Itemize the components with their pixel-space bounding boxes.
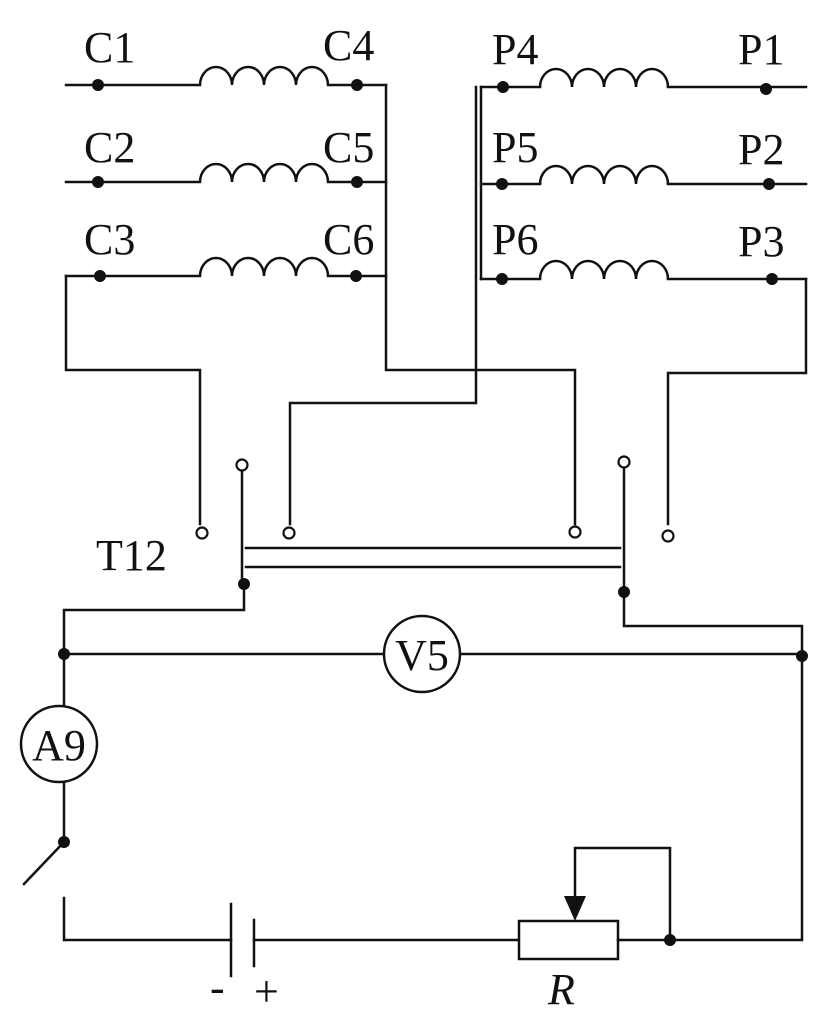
- winding-p4-p1: [479, 67, 808, 95]
- winding-p5-p2: [479, 164, 808, 190]
- switch-t12: [195, 455, 675, 598]
- label-p4: P4: [492, 25, 538, 74]
- label-p1: P1: [738, 25, 784, 74]
- voltmeter-v5: V5: [382, 614, 462, 694]
- winding-c2-c5: [64, 162, 388, 188]
- winding-c3-c6: [64, 256, 388, 282]
- label-battery-positive: +: [254, 967, 279, 1016]
- label-c2: C2: [84, 123, 135, 172]
- voltmeter-label: V5: [395, 631, 449, 680]
- label-c3: C3: [84, 215, 135, 264]
- label-p6: P6: [492, 215, 538, 264]
- label-t12: T12: [96, 531, 167, 580]
- label-c1: C1: [84, 23, 135, 72]
- winding-c1-c4: [64, 65, 388, 91]
- ammeter-label: A9: [32, 721, 86, 770]
- connecting-wires: [64, 83, 808, 526]
- label-c6: C6: [323, 215, 374, 264]
- winding-p6-p3: [479, 259, 808, 285]
- label-c4: C4: [323, 21, 374, 70]
- label-resistor: R: [547, 965, 575, 1014]
- label-c5: C5: [323, 123, 374, 172]
- label-p3: P3: [738, 217, 784, 266]
- label-p5: P5: [492, 123, 538, 172]
- ammeter-a9: A9: [19, 704, 99, 784]
- label-battery-negative: -: [210, 963, 225, 1012]
- label-p2: P2: [738, 125, 784, 174]
- terminal-labels: C1 C2 C3 C4 C5 C6 P4 P5 P6 P1 P2 P3 T12 …: [84, 21, 784, 1016]
- measurement-circuit: [22, 582, 808, 978]
